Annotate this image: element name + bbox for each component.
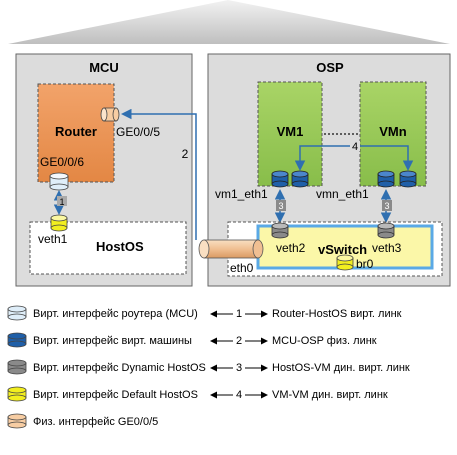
vm1-vif-icon (271, 170, 309, 188)
vm1-eth1-label: vm1_eth1 (215, 187, 268, 201)
veth2-label: veth2 (276, 241, 306, 255)
legend-link-number-bg (233, 361, 245, 373)
vmn-eth1-label: vmn_eth1 (316, 187, 369, 201)
link-1-number: 1 (59, 197, 64, 207)
legend-label: Вирт. интерфейс роутера (MCU) (33, 308, 198, 320)
roof (8, 0, 450, 44)
legend-item: Вирт. интерфейс вирт. машины 2 MCU-OSP физ… (7, 332, 377, 348)
br0-icon (336, 254, 354, 271)
mcu-title: MCU (89, 60, 119, 75)
legend-interface-icon (7, 332, 27, 348)
link-1-tag (57, 196, 67, 206)
vmn-label: VMn (379, 124, 407, 139)
link-3b-number: 3 (384, 201, 389, 211)
legend-link-number: 4 (236, 389, 242, 401)
legend-interface-icon (7, 359, 27, 375)
legend-link-number-bg (233, 307, 245, 319)
router-label: Router (55, 124, 97, 139)
legend-interface-icon (7, 305, 27, 321)
link-4-tag (350, 141, 360, 151)
ge005-label: GE0/0/5 (116, 125, 160, 139)
router-box (37, 83, 115, 183)
legend-item: Вирт. интерфейс роутера (MCU) 1 Router-Hos… (7, 305, 402, 321)
vmn-vif-icon (377, 170, 417, 188)
legend-link-description: Router-HostOS вирт. линк (272, 308, 402, 320)
legend-item: Физ. интерфейс GE0/0/5 (7, 413, 158, 429)
legend-link-description: VM-VM дин. вирт. линк (272, 389, 388, 401)
legend-link-number-bg (233, 388, 245, 400)
vswitch-label: vSwitch (318, 242, 367, 257)
legend-interface-icon (7, 413, 27, 429)
physical-link-pipe (198, 239, 264, 259)
hostos-label: HostOS (96, 239, 144, 254)
link-3a-tag (276, 200, 286, 211)
link-4-number: 4 (352, 141, 358, 153)
link-2-number: 2 (182, 147, 189, 161)
eth0-label: eth0 (230, 261, 254, 275)
osp-title: OSP (316, 60, 344, 75)
legend-link-number: 3 (236, 362, 242, 374)
legend-link-description: HostOS-VM дин. вирт. линк (272, 362, 410, 374)
legend-item: Вирт. интерфейс Dynamic HostOS 3 HostOS-VM… (7, 359, 410, 375)
router-vif-icon (49, 172, 69, 191)
veth3-label: veth3 (372, 241, 402, 255)
link-3b-tag (382, 200, 392, 211)
veth1-icon (50, 214, 68, 232)
link-2-tag (179, 146, 191, 160)
legend-link-number: 2 (236, 335, 242, 347)
legend-link-description: MCU-OSP физ. линк (272, 335, 377, 347)
ge005-interface-icon (100, 107, 120, 122)
legend-label: Вирт. интерфейс Dynamic HostOS (33, 362, 206, 374)
link-3a-number: 3 (278, 201, 283, 211)
legend-link-number-bg (233, 334, 245, 346)
link-2-line (121, 108, 197, 240)
legend-label: Физ. интерфейс GE0/0/5 (33, 416, 158, 428)
veth2-icon (271, 222, 289, 239)
veth3-icon (377, 222, 395, 239)
legend-item: Вирт. интерфейс Default HostOS 4 VM-VM дин… (7, 386, 388, 402)
ge006-label: GE0/0/6 (40, 155, 84, 169)
vm1-label: VM1 (277, 124, 304, 139)
legend-label: Вирт. интерфейс Default HostOS (33, 389, 198, 401)
veth1-label: veth1 (38, 232, 68, 246)
legend-label: Вирт. интерфейс вирт. машины (33, 335, 192, 347)
legend-link-number: 1 (236, 308, 242, 320)
br0-label: br0 (356, 257, 374, 271)
legend-interface-icon (7, 386, 27, 402)
legend: Вирт. интерфейс роутера (MCU) 1 Router-Hos… (7, 305, 410, 429)
